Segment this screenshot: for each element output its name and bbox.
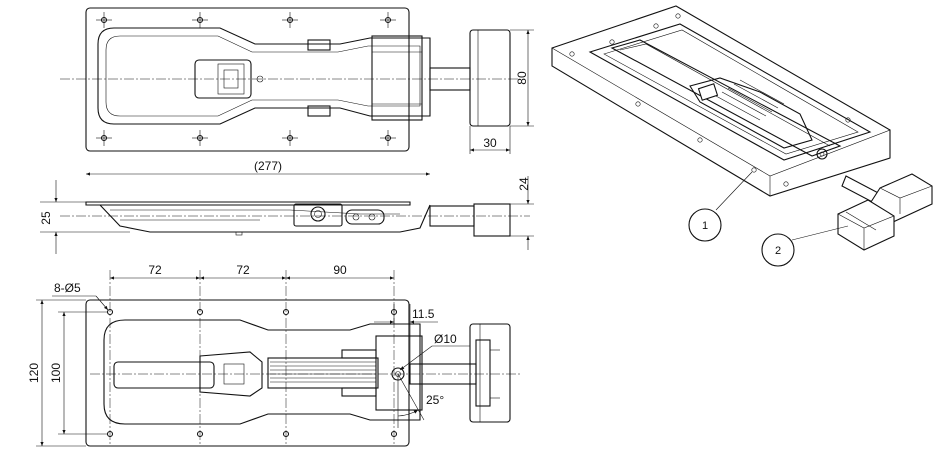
dim-top-height: 80: [515, 71, 529, 85]
bottom-view: 72 72 90 8-Ø5 120 100 11.5 Ø10 25°: [27, 263, 520, 447]
dim-overall-length: (277): [254, 159, 282, 173]
side-view: (277) 24 25: [39, 159, 534, 254]
isometric-view: [551, 5, 933, 251]
dim-top-handle-width: 30: [483, 136, 497, 150]
dim-spacing-b: 72: [236, 263, 250, 277]
callout-2-label: 2: [775, 245, 781, 257]
dim-spacing-a: 72: [148, 263, 162, 277]
dim-overall-height: 120: [27, 363, 41, 383]
dim-offset: 11.5: [412, 307, 435, 321]
dim-pin-diameter: Ø10: [434, 332, 457, 346]
dim-side-body-height: 25: [39, 211, 53, 225]
top-view: 80 30: [60, 7, 534, 154]
callout-1-label: 1: [702, 220, 708, 232]
callout-2: 2: [761, 225, 849, 267]
dim-hole-pitch-height: 100: [49, 363, 63, 383]
callout-1: 1: [688, 171, 753, 242]
top-mounting-holes: [96, 12, 396, 146]
dim-angle: 25°: [426, 393, 444, 407]
dim-spacing-c: 90: [333, 263, 347, 277]
dim-hole-callout: 8-Ø5: [54, 281, 81, 295]
dim-side-handle-height: 24: [517, 177, 531, 191]
